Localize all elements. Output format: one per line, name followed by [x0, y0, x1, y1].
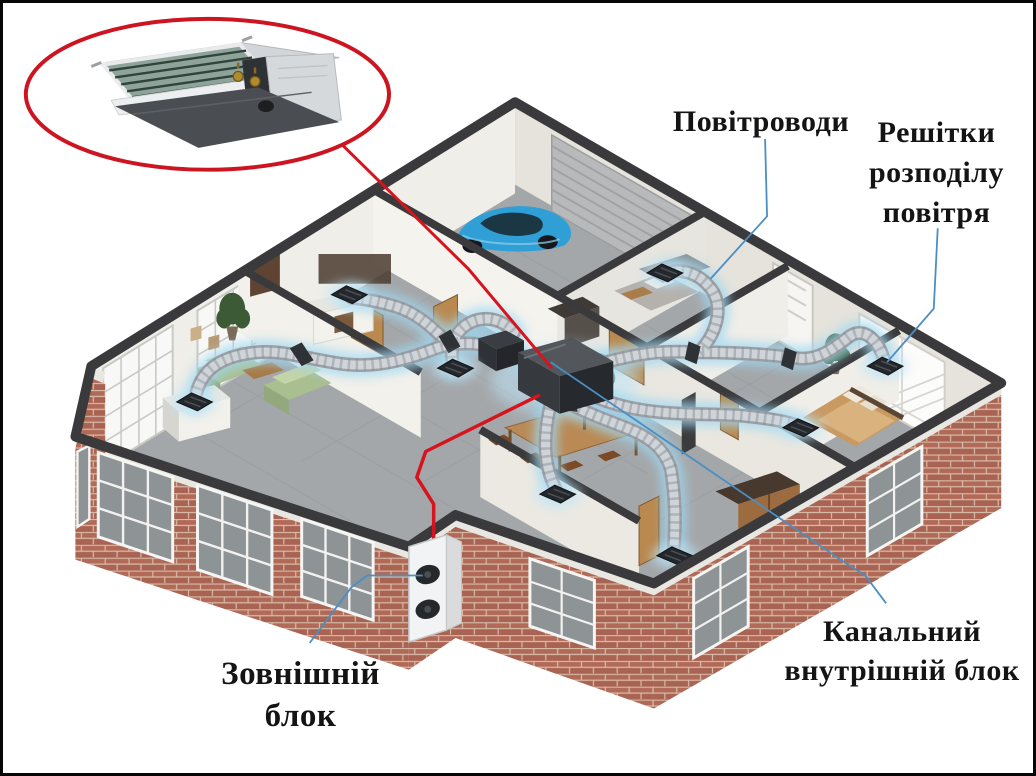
leader-grilles — [886, 228, 939, 363]
label-air-ducts: Повітроводи — [651, 102, 871, 142]
inset-unit-photo — [90, 35, 342, 148]
red-callout-ellipse — [23, 16, 391, 172]
label-air-distribution-grilles: Решітки розподілу повітря — [868, 116, 1004, 230]
house-interior — [75, 102, 1002, 584]
refrigerant-line — [415, 393, 541, 551]
facade-windows — [76, 443, 924, 661]
leader-ducts — [709, 138, 768, 280]
label-ducted-indoor-unit: Канальний внутрішній блок — [784, 615, 1020, 687]
label-air-ducts-text: Повітроводи — [672, 105, 850, 138]
indoor-unit — [478, 330, 614, 414]
inset-callout-line — [342, 144, 553, 370]
leader-indoor-unit — [550, 361, 887, 604]
label-outdoor-unit: Зовнішній блок — [221, 656, 380, 734]
flex-ducts — [187, 264, 892, 558]
leader-outdoor-unit — [308, 574, 423, 644]
house-illustration — [23, 16, 1007, 709]
leader-lines — [308, 138, 939, 644]
bed-main — [802, 385, 905, 447]
outdoor-unit — [408, 533, 462, 644]
